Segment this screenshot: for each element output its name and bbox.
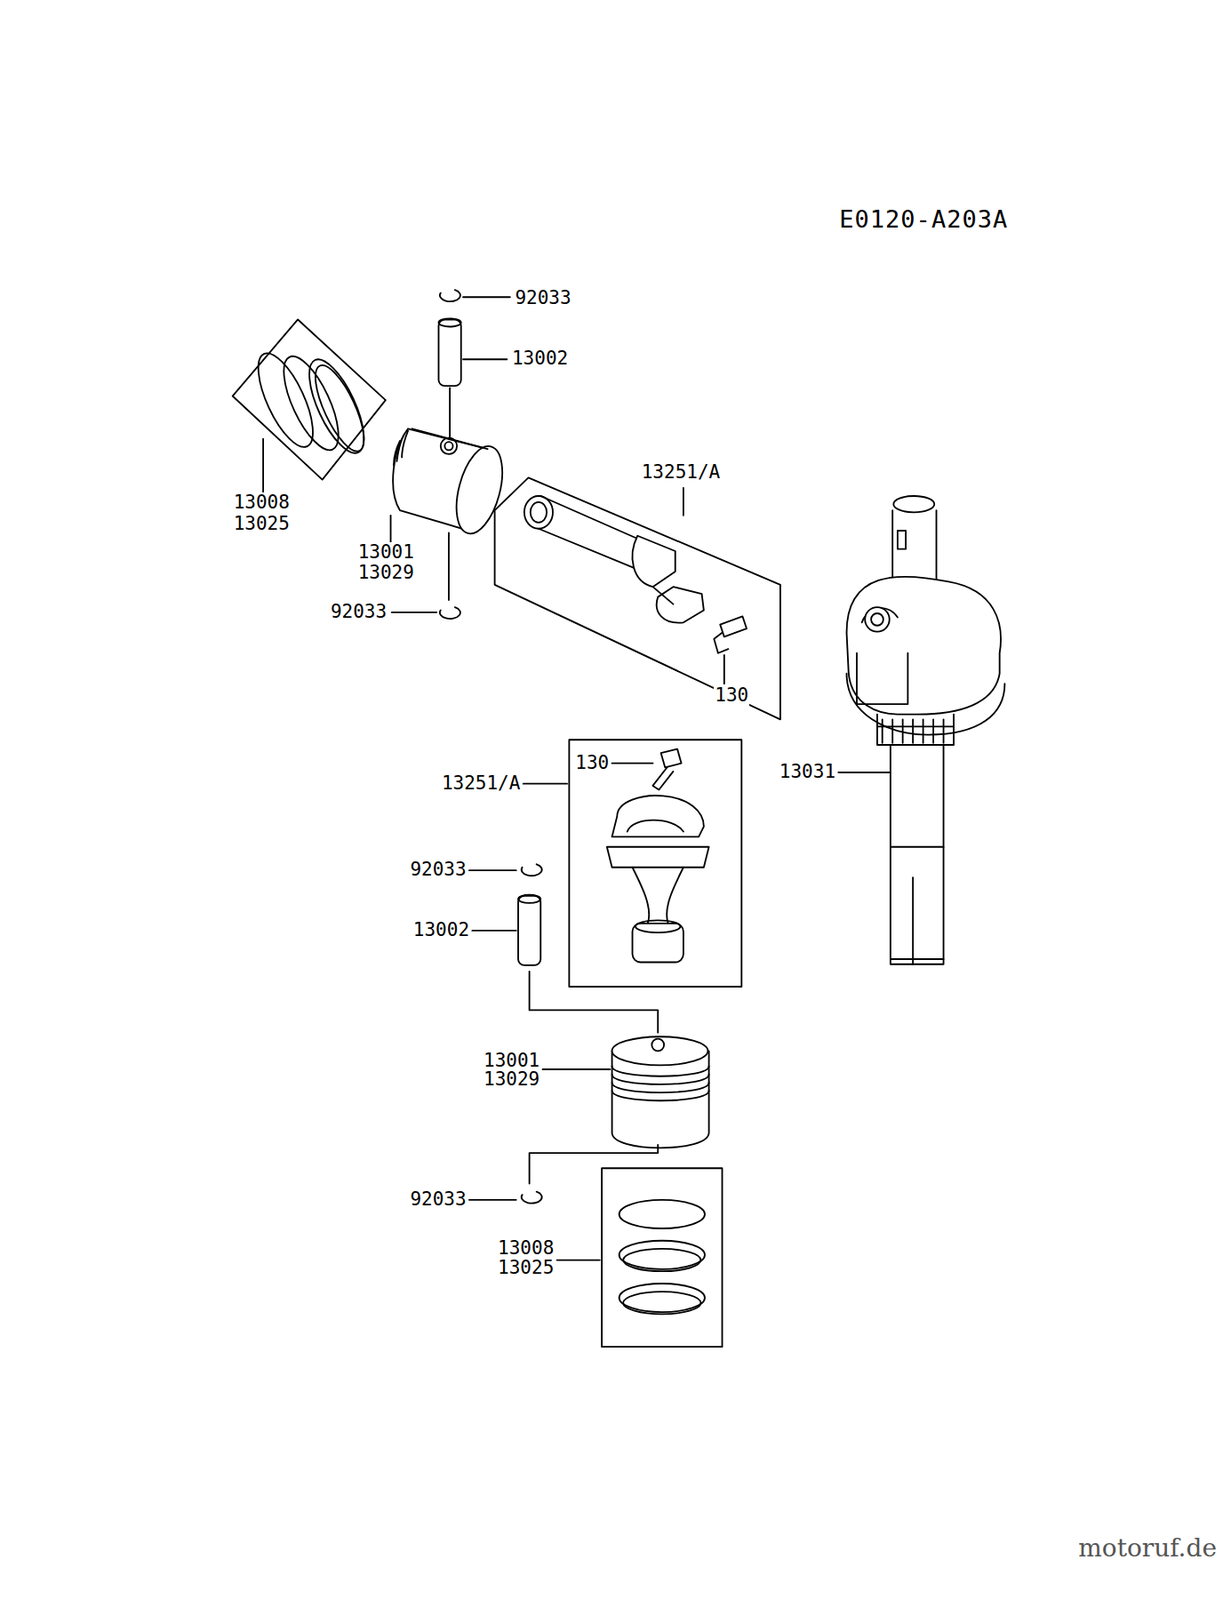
circlip bbox=[439, 607, 461, 619]
callout-number: 13001 bbox=[482, 1050, 541, 1072]
rod-frame bbox=[495, 477, 781, 720]
callout-number: 92033 bbox=[329, 601, 388, 623]
diagram-code: E0120-A203A bbox=[838, 206, 1009, 233]
callout-number: 92033 bbox=[513, 287, 572, 309]
watermark: motoruf.de bbox=[1077, 1534, 1218, 1563]
crankshaft bbox=[847, 495, 1006, 965]
circlip bbox=[521, 863, 543, 876]
piston bbox=[392, 428, 511, 539]
rod-bolt bbox=[652, 749, 681, 791]
connecting-rod bbox=[607, 795, 710, 962]
callout-number: 13025 bbox=[232, 513, 291, 535]
callout-number: 92033 bbox=[408, 859, 467, 880]
callout-number: 13002 bbox=[412, 919, 471, 941]
callout-number: 130 bbox=[574, 752, 610, 774]
piston-pin bbox=[438, 319, 461, 386]
callout-number: 13251/A bbox=[640, 462, 722, 483]
ring-set-frame bbox=[601, 1167, 722, 1347]
callout-number: 13002 bbox=[511, 348, 569, 369]
callout-number: 13001 bbox=[357, 542, 416, 563]
piston-pin bbox=[518, 895, 541, 966]
connecting-rod bbox=[524, 495, 704, 624]
circlip bbox=[439, 289, 461, 302]
piston bbox=[612, 1036, 710, 1148]
piston-rings bbox=[619, 1199, 705, 1315]
callout-number: 13029 bbox=[482, 1069, 541, 1090]
callout-number: 130 bbox=[713, 685, 750, 706]
callout-number: 13025 bbox=[496, 1257, 555, 1279]
callout-number: 13251/A bbox=[440, 773, 522, 794]
callout-number: 13008 bbox=[496, 1238, 555, 1259]
circlip bbox=[521, 1191, 543, 1204]
piston-rings bbox=[247, 345, 375, 460]
callout-number: 13008 bbox=[232, 492, 291, 513]
rod-frame bbox=[568, 739, 742, 987]
callout-number: 13031 bbox=[778, 761, 837, 783]
callout-number: 92033 bbox=[408, 1189, 467, 1210]
callout-number: 13029 bbox=[357, 562, 416, 584]
ring-set-frame bbox=[232, 319, 386, 480]
rod-bolt bbox=[713, 615, 747, 653]
